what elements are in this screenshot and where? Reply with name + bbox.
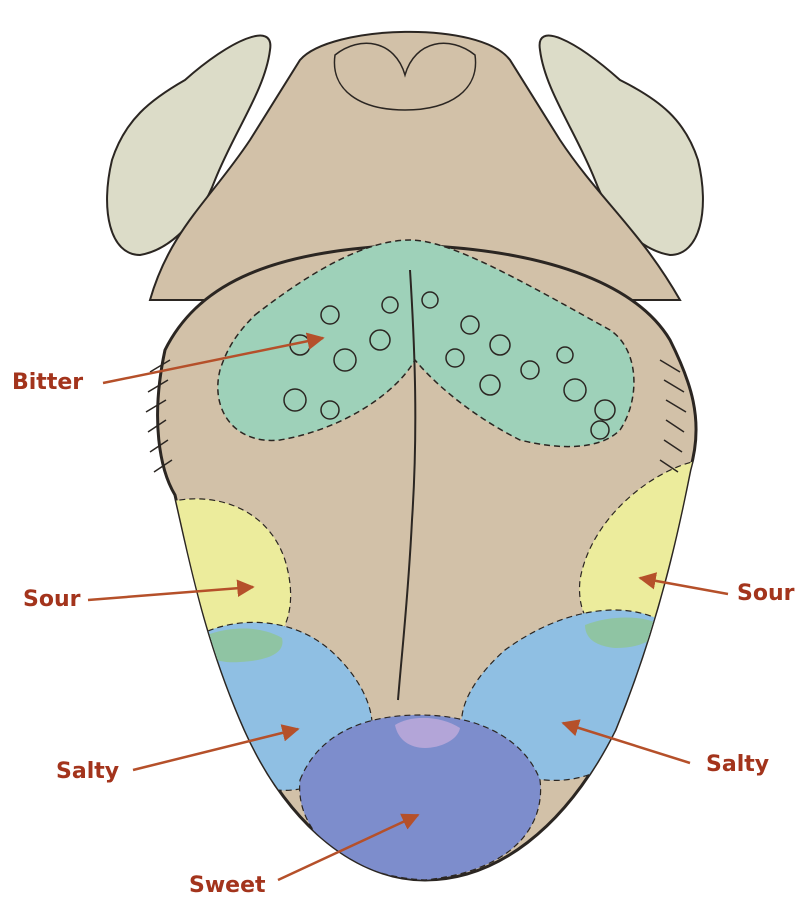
label-sweet: Sweet [189, 873, 266, 898]
label-salty-left: Salty [56, 759, 119, 784]
label-salty-right: Salty [706, 752, 769, 777]
label-bitter: Bitter [12, 370, 83, 395]
label-sour-right: Sour [737, 581, 794, 606]
label-sour-left: Sour [23, 587, 80, 612]
